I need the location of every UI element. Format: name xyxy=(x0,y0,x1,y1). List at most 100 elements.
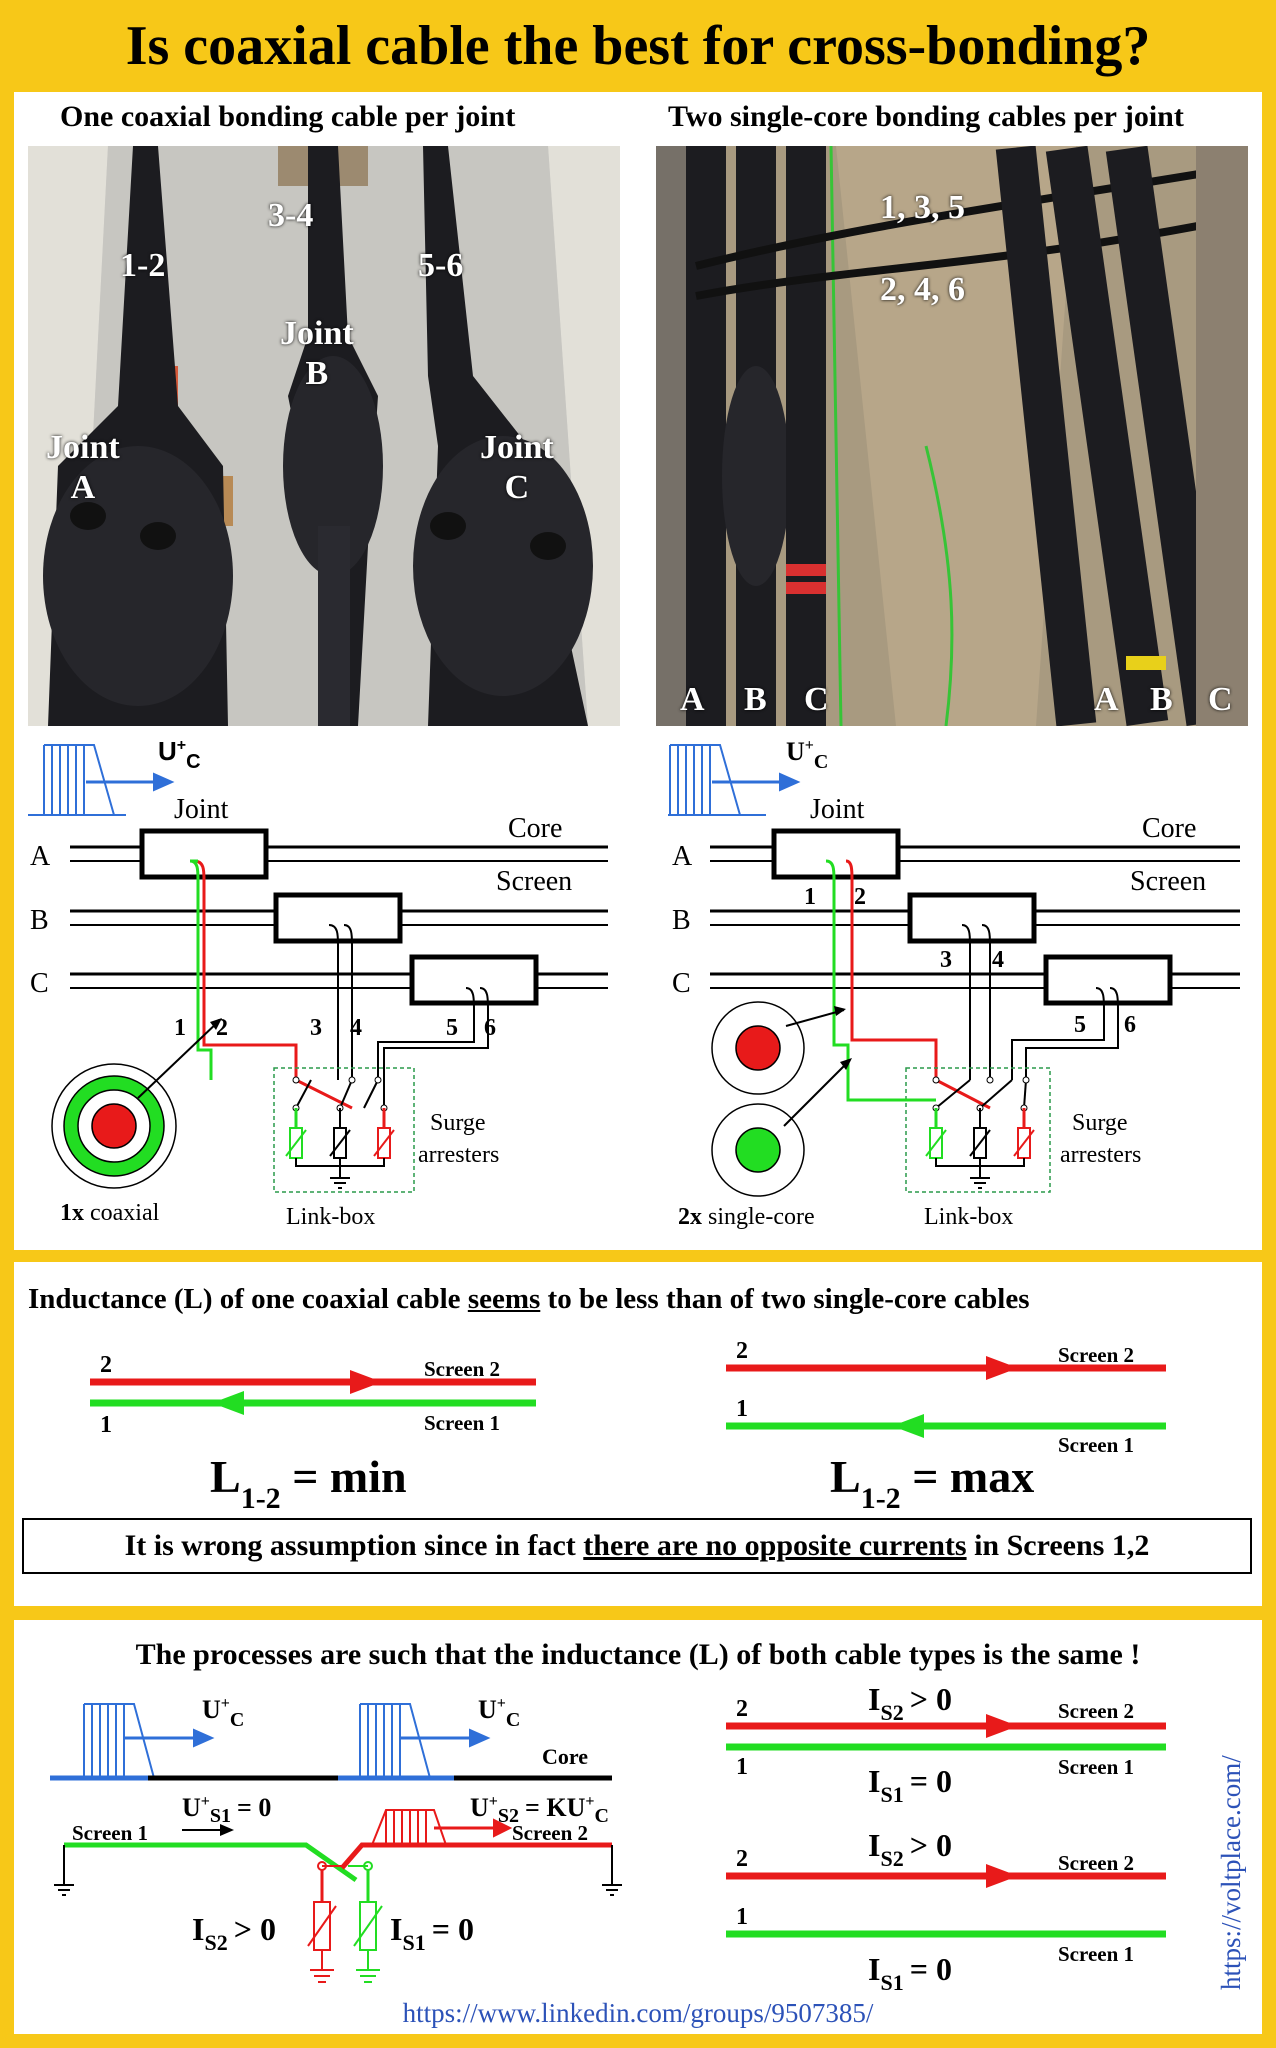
svg-text:1: 1 xyxy=(804,884,816,910)
link-box-outline xyxy=(273,1067,415,1193)
svg-text:4: 4 xyxy=(350,1015,362,1041)
screen-2-lower-arrow xyxy=(986,1864,1018,1888)
screen-2-process-label: Screen 2 xyxy=(512,1821,588,1845)
joint-c-letter: C xyxy=(504,469,530,506)
lower-num-1: 1 xyxy=(736,1904,748,1930)
joint-a-word: Joint xyxy=(46,429,120,466)
lead-5 xyxy=(377,987,475,1080)
phase-c-left: C xyxy=(804,681,829,718)
upper-screen-2-label: Screen 2 xyxy=(1058,1699,1134,1723)
coaxial-cross-section-icon xyxy=(51,1063,177,1189)
photo-label-1-3-5: 1, 3, 5 xyxy=(880,189,965,226)
core-label-process: Core xyxy=(542,1744,588,1769)
surge-wave-left xyxy=(50,1703,215,1781)
screen-2-upper-arrow xyxy=(986,1714,1018,1738)
core-label: Core xyxy=(508,813,562,844)
us1-label: U+S1= 0 xyxy=(182,1793,271,1827)
upper-num-2: 2 xyxy=(736,1696,748,1722)
cross-bond-switches-right xyxy=(932,1076,1030,1112)
is2-gt-zero-bottom: IS2> 0 xyxy=(868,1827,952,1871)
joint-label: Joint xyxy=(174,794,229,825)
lead-6-right xyxy=(1025,987,1119,1080)
coaxial-joint-photo-drawing xyxy=(28,146,620,726)
left-header: One coaxial bonding cable per joint xyxy=(60,100,516,133)
surge-arresters-label-1: Surge xyxy=(430,1110,486,1136)
right-header: Two single-core bonding cables per joint xyxy=(668,100,1184,133)
svg-text:3: 3 xyxy=(940,947,952,973)
link-box-outline-right xyxy=(905,1067,1051,1193)
joint-label-right: Joint xyxy=(810,794,865,825)
screen-1-process-label: Screen 1 xyxy=(72,1821,148,1845)
surge-wave-icon xyxy=(28,744,175,816)
surge-wave-icon-right xyxy=(668,744,801,816)
phase-b-right: B xyxy=(1150,681,1173,718)
link-box-label: Link-box xyxy=(286,1204,375,1230)
coax-num-1: 1 xyxy=(100,1412,112,1438)
lead-1-right xyxy=(825,859,850,1080)
pointer-arrow xyxy=(137,1019,221,1099)
coax-screen-2-arrow xyxy=(350,1370,382,1394)
svg-text:5: 5 xyxy=(1074,1012,1086,1038)
screen-label-right: Screen xyxy=(1130,866,1206,897)
lead-1 xyxy=(189,859,213,1080)
single-core-green-icon xyxy=(711,1103,805,1197)
surge-voltage-label: U+C xyxy=(158,736,201,773)
reflected-wave xyxy=(371,1809,513,1846)
poster-title: Is coaxial cable the best for cross-bond… xyxy=(125,15,1151,77)
surge-arresters-label-2: arresters xyxy=(418,1142,499,1168)
coaxial-joint-photo: 1-2 3-4 5-6 Joint A Joint B Joint C xyxy=(28,146,620,726)
ground-left-icon xyxy=(54,1845,74,1896)
cable-count-label-right: 2x single-core xyxy=(678,1204,815,1230)
surge-wave-right xyxy=(338,1703,491,1781)
joint-c-word: Joint xyxy=(480,429,554,466)
screen-2-line xyxy=(340,1842,612,1870)
coax-screen-2-label: Screen 2 xyxy=(424,1357,500,1381)
photo-label-2-4-6: 2, 4, 6 xyxy=(880,271,965,308)
is2-gt-zero-top: IS2> 0 xyxy=(868,1681,952,1725)
single-num-1: 1 xyxy=(736,1396,748,1422)
phase-a-label-right: A xyxy=(672,841,693,872)
inductance-diagram: 2 1 Screen 2 Screen 1 L1-2 = min 2 1 Scr… xyxy=(90,1338,1166,1515)
single-screen-1-arrow xyxy=(892,1414,924,1438)
surge-arresters-label-2-right: arresters xyxy=(1060,1142,1141,1168)
surge-voltage-left: U+C xyxy=(202,1695,244,1731)
phase-b-label: B xyxy=(30,905,49,936)
svg-text:4: 4 xyxy=(992,947,1004,973)
joint-b-label: Joint B xyxy=(280,314,354,394)
arrester-s2-icon xyxy=(307,1861,337,1983)
inductance-heading: Inductance (L) of one coaxial cable seem… xyxy=(28,1283,1030,1315)
upper-screen-1-label: Screen 1 xyxy=(1058,1755,1134,1779)
screen-label: Screen xyxy=(496,866,572,897)
pointer-arrow-green xyxy=(783,1059,851,1127)
is1-eq-zero-bottom: IS1= 0 xyxy=(868,1951,952,1995)
cross-bond-switches xyxy=(292,1076,388,1112)
phase-b-label-right: B xyxy=(672,905,691,936)
phase-b-left: B xyxy=(744,681,767,718)
single-num-2: 2 xyxy=(736,1338,748,1364)
processes-diagram: U+C U+C Core U+S1= 0 U+S2= KU+C xyxy=(50,1681,1166,1995)
phase-c-label-right: C xyxy=(672,968,691,999)
pointer-arrow-red xyxy=(785,1009,845,1027)
svg-text:6: 6 xyxy=(1124,1012,1136,1038)
l-min-formula: L1-2 = min xyxy=(210,1451,407,1515)
svg-text:2: 2 xyxy=(854,884,866,910)
single-core-schematic: U+C Joint Core Screen A B C 1 2 3 xyxy=(668,737,1240,1230)
joint-a-label: Joint A xyxy=(46,428,120,508)
surge-arrester-symbols-right xyxy=(925,1108,1035,1189)
is1-eq-zero-left: IS1= 0 xyxy=(390,1911,474,1955)
upper-num-1: 1 xyxy=(736,1754,748,1780)
lead-2-right xyxy=(845,859,938,1080)
voltplace-link[interactable]: https://voltplace.com/ xyxy=(1216,1755,1246,1990)
phase-c-right: C xyxy=(1208,681,1233,718)
joint-b-word: Joint xyxy=(280,315,354,352)
coax-num-2: 2 xyxy=(100,1352,112,1378)
arrester-s1-icon xyxy=(353,1861,383,1983)
joint-a-letter: A xyxy=(70,469,96,506)
single-core-joint-photo: 1, 3, 5 2, 4, 6 A B C A B C xyxy=(656,146,1248,726)
surge-arrester-symbols xyxy=(285,1108,395,1189)
lower-screen-1-label: Screen 1 xyxy=(1058,1942,1134,1966)
linkedin-link[interactable]: https://www.linkedin.com/groups/9507385/ xyxy=(402,1998,874,2028)
lead-6 xyxy=(383,987,489,1080)
joint-b-letter: B xyxy=(305,355,329,392)
